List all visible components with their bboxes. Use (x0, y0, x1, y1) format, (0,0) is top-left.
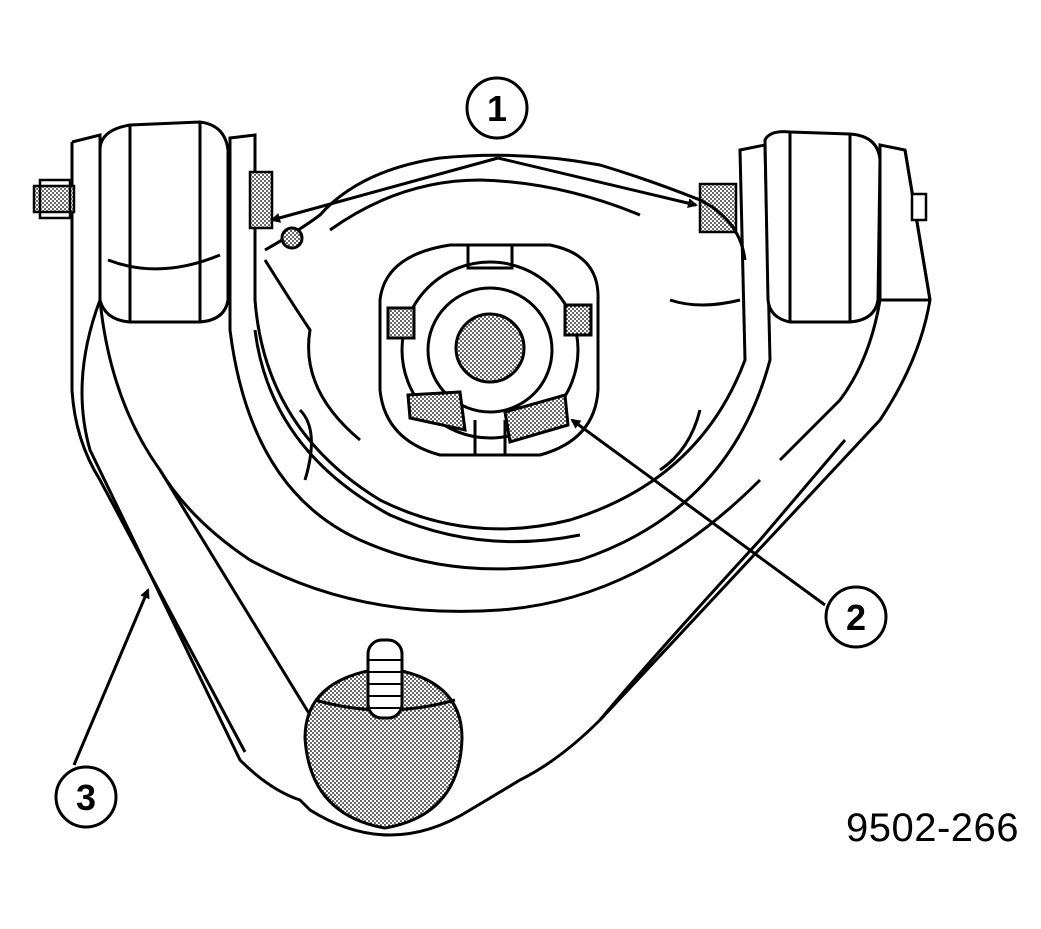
control-arm (70, 133, 932, 837)
callout-1: 1 (465, 76, 529, 140)
callout-3-leader (72, 588, 150, 766)
callout-1-leader-right (497, 156, 698, 209)
callout-3-circle (54, 765, 118, 829)
left-bushing (98, 120, 230, 324)
callout-1-label: 1 (487, 88, 507, 129)
callout-2: 2 (824, 585, 888, 649)
callout-3-label: 3 (76, 777, 96, 818)
ball-joint (303, 638, 464, 830)
callout-2-circle (824, 585, 888, 649)
right-bushing (763, 130, 882, 324)
callout-1-leader-left (270, 156, 499, 223)
callout-2-label: 2 (846, 597, 866, 638)
left-bolt (32, 170, 274, 230)
callout-2-leader (570, 418, 826, 607)
callout-3: 3 (54, 765, 118, 829)
center-bushing (378, 243, 600, 457)
callout-1-circle (465, 76, 529, 140)
callout-leaders (72, 156, 826, 766)
frame-mount (263, 153, 747, 481)
figure-id: 9502-266 (846, 806, 1020, 850)
